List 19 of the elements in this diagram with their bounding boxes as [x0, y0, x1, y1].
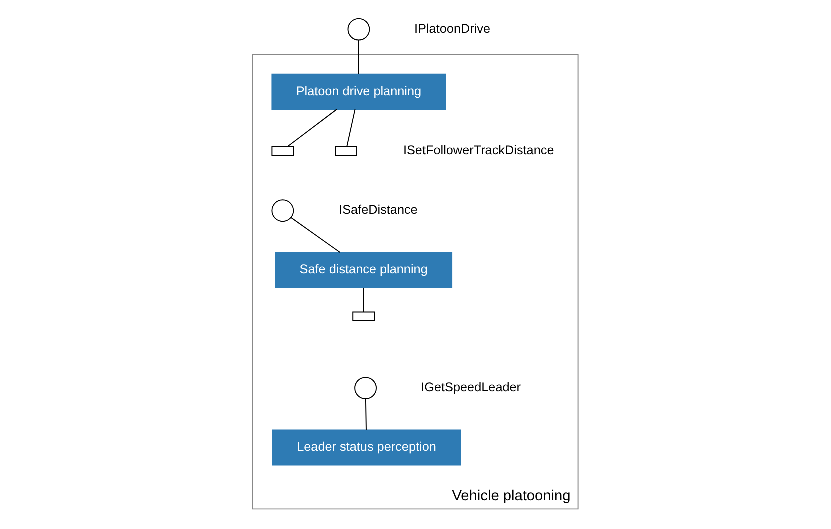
node-box: Platoon drive planning [272, 74, 446, 110]
node-arc [335, 146, 358, 156]
node-circle [354, 377, 377, 400]
node-label: IPlatoonDrive [414, 22, 491, 36]
connector [290, 217, 341, 254]
node-box: Leader status perception [272, 430, 462, 466]
node-circle [348, 18, 370, 41]
node-arc [352, 312, 376, 322]
node-label: ISetFollowerTrackDistance [403, 144, 554, 158]
connector [365, 398, 367, 430]
connector [287, 109, 338, 148]
node-box: Safe distance planning [275, 252, 453, 288]
node-circle [272, 200, 294, 222]
connector [358, 40, 360, 75]
connector [363, 288, 364, 313]
node-label: IGetSpeedLeader [421, 380, 522, 395]
node-label: ISafeDistance [339, 203, 418, 218]
connector [346, 109, 356, 148]
node-arc [272, 146, 294, 156]
